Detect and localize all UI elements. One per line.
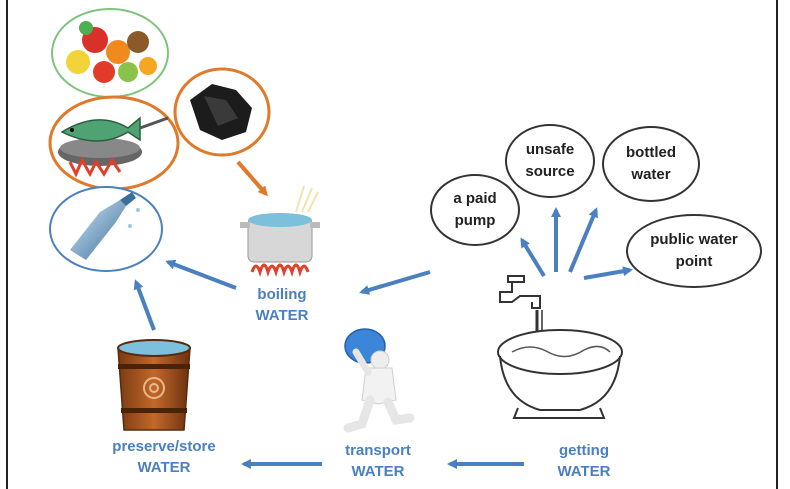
unsafe-line1: unsafe bbox=[525, 141, 575, 158]
frame-left-line bbox=[6, 0, 8, 489]
boiling-line1: boiling bbox=[257, 286, 307, 303]
bubble-unsafe-source: unsafe source bbox=[505, 124, 595, 198]
arrow-getting-to-boiling bbox=[359, 270, 431, 295]
public-line1: public water bbox=[650, 231, 738, 248]
arrow-to-paid-pump bbox=[520, 237, 546, 278]
fruit-bowl-icon bbox=[51, 8, 169, 98]
arrow-to-public-water-point bbox=[583, 266, 633, 280]
getting-line1: getting bbox=[559, 442, 609, 459]
bubble-paid-pump: a paid pump bbox=[430, 174, 520, 246]
public-line2: point bbox=[675, 253, 713, 270]
transport-line2: WATER bbox=[351, 463, 405, 480]
paid-pump-line1: a paid bbox=[453, 190, 497, 207]
bottled-line2: water bbox=[631, 166, 671, 183]
person-carrying-water-icon bbox=[343, 328, 415, 433]
preserve-line2: WATER bbox=[137, 459, 191, 476]
frame-right-line bbox=[776, 0, 778, 489]
arrow-charcoal-to-pot bbox=[236, 160, 268, 197]
transport-line1: transport bbox=[345, 442, 411, 459]
tap-and-basin-icon bbox=[497, 275, 623, 419]
arrow-to-bottled-water bbox=[568, 207, 598, 273]
boiling-line2: WATER bbox=[255, 307, 309, 324]
boiling-pot-icon bbox=[240, 185, 320, 278]
wooden-bucket-icon bbox=[117, 339, 191, 431]
unsafe-line2: source bbox=[525, 163, 575, 180]
fish-cooking-icon bbox=[48, 95, 180, 191]
getting-line2: WATER bbox=[557, 463, 611, 480]
preserve-line1: preserve/store bbox=[112, 438, 216, 455]
bottled-line1: bottled bbox=[626, 144, 676, 161]
bubble-public-water-point: public water point bbox=[626, 214, 762, 288]
arrow-boiling-to-bottle bbox=[165, 259, 237, 290]
paid-pump-line2: pump bbox=[454, 212, 496, 229]
water-bottle-icon bbox=[49, 186, 163, 272]
charcoal-icon bbox=[173, 67, 271, 157]
bubble-bottled-water: bottled water bbox=[602, 126, 700, 202]
arrow-bucket-to-bottle bbox=[133, 279, 156, 331]
arrow-group bbox=[133, 207, 633, 469]
